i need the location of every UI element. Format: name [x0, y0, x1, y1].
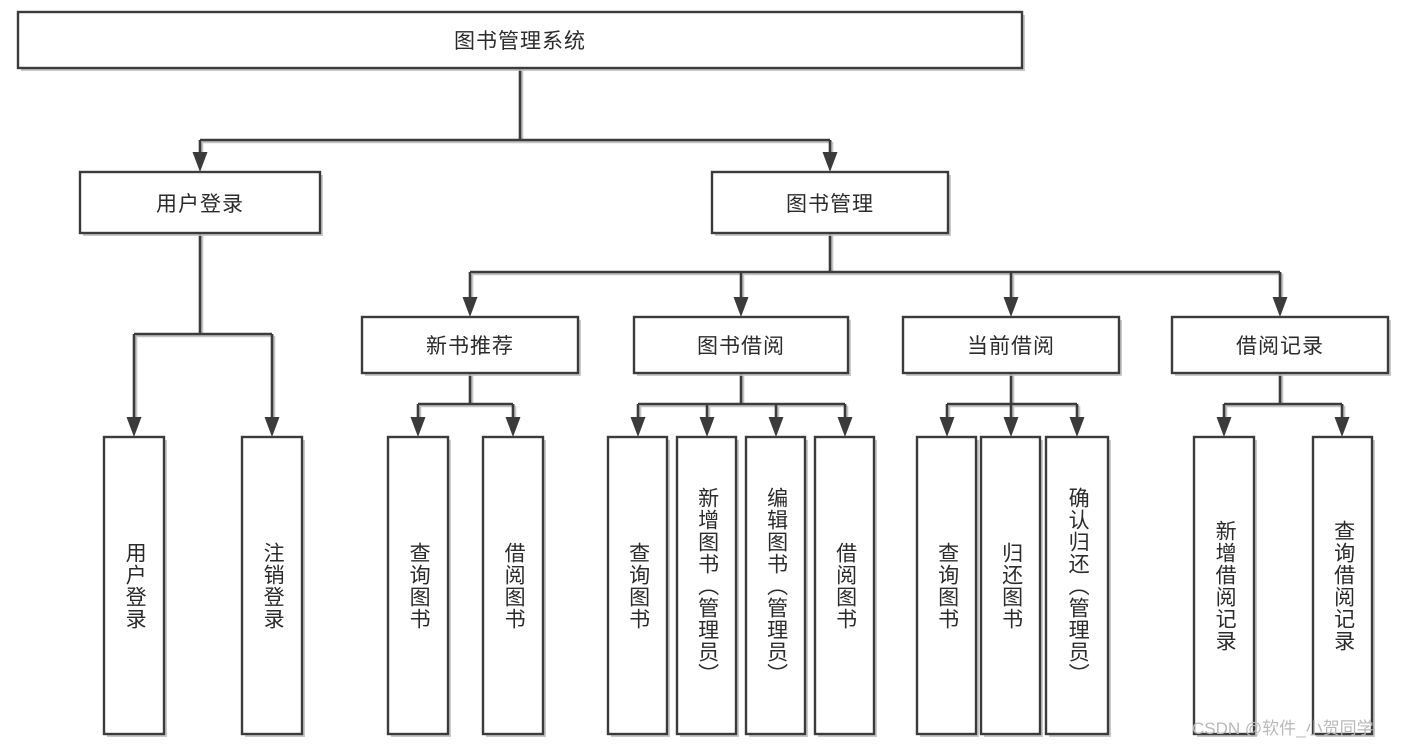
- arrow-head-icon: [822, 152, 838, 172]
- arrow-head-icon: [1069, 417, 1085, 437]
- arrow-head-icon: [410, 417, 426, 437]
- arrow-head-icon: [699, 417, 715, 437]
- node-layer: [16, 10, 1391, 737]
- leaf-node-leaf-user-login[interactable]: [102, 435, 166, 736]
- root-node-root[interactable]: [16, 10, 1024, 70]
- arrow-head-icon: [126, 417, 142, 437]
- leaf-node-leaf-borrow-book-2[interactable]: [813, 435, 876, 736]
- connector-layer: [126, 68, 1350, 437]
- arrow-head-icon: [837, 417, 853, 437]
- leaf-node-leaf-confirm-return[interactable]: [1044, 435, 1110, 736]
- arrow-head-icon: [630, 417, 646, 437]
- level2-node-borrow-record[interactable]: [1170, 315, 1390, 375]
- leaf-node-leaf-add-book[interactable]: [675, 435, 738, 736]
- leaf-node-leaf-logout[interactable]: [240, 435, 304, 736]
- arrow-head-icon: [1003, 417, 1019, 437]
- arrow-head-icon: [733, 297, 749, 317]
- arrow-head-icon: [768, 417, 784, 437]
- level1-node-book-manage[interactable]: [710, 170, 950, 235]
- level1-node-user-login[interactable]: [78, 170, 322, 235]
- leaf-node-leaf-return-book[interactable]: [979, 435, 1042, 736]
- arrow-head-icon: [192, 152, 208, 172]
- level2-node-current-borrow[interactable]: [901, 315, 1121, 375]
- arrow-head-icon: [1216, 417, 1232, 437]
- arrow-head-icon: [939, 417, 955, 437]
- arrow-head-icon: [1003, 297, 1019, 317]
- leaf-node-leaf-query-book-2[interactable]: [606, 435, 669, 736]
- arrow-head-icon: [505, 417, 521, 437]
- leaf-node-leaf-borrow-book-1[interactable]: [481, 435, 545, 736]
- arrow-head-icon: [1334, 417, 1350, 437]
- arrow-head-icon: [1272, 297, 1288, 317]
- leaf-node-leaf-query-book-1[interactable]: [386, 435, 450, 736]
- level2-node-book-borrow[interactable]: [632, 315, 850, 375]
- level2-node-new-book-recommend[interactable]: [360, 315, 580, 375]
- arrow-head-icon: [264, 417, 280, 437]
- leaf-node-leaf-query-record[interactable]: [1311, 435, 1374, 736]
- leaf-node-leaf-query-book-3[interactable]: [915, 435, 978, 736]
- arrow-head-icon: [462, 297, 478, 317]
- leaf-node-leaf-add-record[interactable]: [1192, 435, 1256, 736]
- leaf-node-leaf-edit-book[interactable]: [744, 435, 807, 736]
